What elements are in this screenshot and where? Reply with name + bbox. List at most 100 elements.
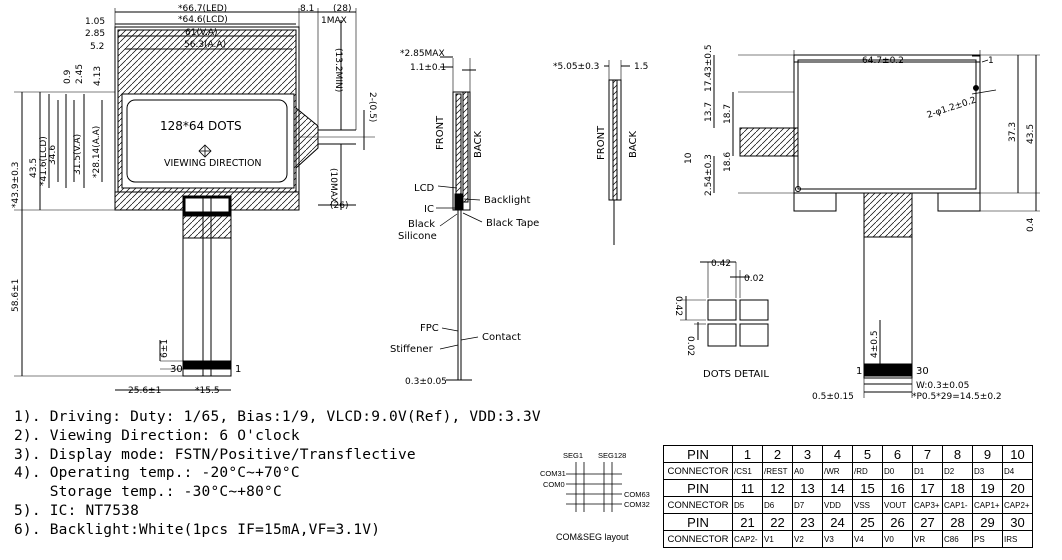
- dim-15-5: *15.5: [195, 386, 220, 396]
- pin-number: 24: [822, 513, 853, 531]
- pin-number: 16: [882, 479, 913, 497]
- side2-back-label: BACK: [628, 130, 639, 158]
- dim-led-width: *66.7(LED): [178, 4, 227, 14]
- pin-number: 8: [942, 445, 973, 463]
- dim-28: (28): [333, 4, 351, 14]
- pin-number: 10: [1002, 445, 1033, 463]
- dim-17-43: 17.43±0.5: [704, 44, 714, 92]
- pin-number: 9: [972, 445, 1003, 463]
- seg128-label: SEG128: [598, 451, 626, 460]
- pin-number: 5: [852, 445, 883, 463]
- pin-row: PIN 11 12 13 14 15 16 17 18 19 20: [663, 479, 1033, 497]
- pin-signal: CAP1+: [972, 496, 1003, 514]
- dots-0-02-h: 0.02: [744, 274, 764, 284]
- ic-label: IC: [424, 204, 434, 215]
- back-pin-1: 1: [856, 366, 862, 377]
- pin-signal: V1: [762, 530, 793, 548]
- pin-signal: /RD: [852, 462, 883, 480]
- connector-header: CONNECTOR: [663, 462, 733, 480]
- pin-signal: D0: [882, 462, 913, 480]
- fpc-tail: [182, 195, 232, 377]
- dim-offset-2: 2.85: [85, 29, 105, 39]
- pin-number: 1: [732, 445, 763, 463]
- pin-number: 22: [762, 513, 793, 531]
- pin-signal: D4: [1002, 462, 1033, 480]
- side2-front-label: FRONT: [596, 125, 607, 160]
- side-view-labels: *2.85MAX 1.1±0.1 FRONT BACK LCD IC Black…: [390, 49, 539, 387]
- pin-number: 25: [852, 513, 883, 531]
- contact-label: Contact: [482, 332, 521, 343]
- fpc-label: FPC: [420, 323, 439, 334]
- pin-number: 19: [972, 479, 1003, 497]
- dim-18-6: 18.6: [723, 152, 733, 172]
- pin-row: PIN 21 22 23 24 25 26 27 28 29 30: [663, 513, 1033, 531]
- silicone-label: Silicone: [398, 231, 437, 242]
- backlight-label: Backlight: [484, 195, 531, 206]
- dim-58-6: 58.6±1: [11, 279, 21, 312]
- fpc-contacts: [182, 360, 232, 370]
- pin-number: 23: [792, 513, 823, 531]
- pin-signal: D3: [972, 462, 1003, 480]
- pin-header: PIN: [663, 445, 733, 463]
- dim-2-05: 2-(0.5): [367, 92, 377, 122]
- connector-header: CONNECTOR: [663, 496, 733, 514]
- dim-right-8-1: 8.1: [300, 4, 314, 14]
- seg1-label: SEG1: [563, 451, 583, 460]
- viewing-direction-icon: [198, 144, 212, 158]
- dim-4: 4±0.5: [870, 330, 880, 358]
- dim-va-width: 61(V.A): [185, 28, 218, 38]
- pin-1-label: 1: [235, 364, 241, 375]
- connector-row: CONNECTOR CAP2- V1 V2 V3 V4 V0 VR C86 PS…: [663, 530, 1033, 548]
- dim-41-6: *41.6(LCD): [39, 136, 49, 186]
- back-outline: [793, 54, 981, 194]
- pin-signal: VSS: [852, 496, 883, 514]
- dim-back-1: 1: [988, 56, 994, 66]
- pin-number: 4: [822, 445, 853, 463]
- pin-signal: VDD: [822, 496, 853, 514]
- pin-row: PIN 1 2 3 4 5 6 7 8 9 10: [663, 445, 1033, 463]
- side-view-2-labels: *5.05±0.3 1.5 FRONT BACK: [553, 62, 648, 160]
- dim-10max: (10MAX): [328, 168, 338, 207]
- dim-0-4: 0.4: [1026, 217, 1036, 232]
- pin-signal: V2: [792, 530, 823, 548]
- dim-2-45: 2.45: [75, 64, 85, 84]
- viewing-direction-label: VIEWING DIRECTION: [164, 158, 262, 169]
- pin-signal: D7: [792, 496, 823, 514]
- lcd-label: LCD: [414, 183, 435, 194]
- pin-signal: /REST: [762, 462, 793, 480]
- note-display-mode: 3). Display mode: FSTN/Positive/Transfle…: [14, 446, 416, 463]
- com31-label: COM31: [540, 469, 566, 478]
- side-front-label: FRONT: [435, 115, 446, 150]
- dim-31-5: 31.5(V.A): [73, 134, 83, 175]
- dim-lcd-width: *64.6(LCD): [178, 15, 228, 25]
- dim-28-14: *28.14(A.A): [92, 126, 102, 178]
- connector-header: CONNECTOR: [663, 530, 733, 548]
- note-driving: 1). Driving: Duty: 1/65, Bias:1/9, VLCD:…: [14, 409, 541, 425]
- note-ic: 5). IC: NT7538: [14, 502, 140, 519]
- pin-signal: D6: [762, 496, 793, 514]
- pin-number: 2: [762, 445, 793, 463]
- pin-signal: D2: [942, 462, 973, 480]
- pin-signal: VR: [912, 530, 943, 548]
- pin-signal: V4: [852, 530, 883, 548]
- stiffener-label: Stiffener: [390, 344, 434, 355]
- dim-1-1: 1.1±0.1: [410, 63, 446, 73]
- pin-number: 27: [912, 513, 943, 531]
- viewing-area: [121, 93, 295, 189]
- pin-signal: /WR: [822, 462, 853, 480]
- pin-number: 6: [882, 445, 913, 463]
- dim-5-05: *5.05±0.3: [553, 62, 599, 72]
- pin-signal: CAP2-: [732, 530, 763, 548]
- back-view: [713, 50, 1040, 398]
- pin-signal: CAP3+: [912, 496, 943, 514]
- dim-back-43-5: 43.5: [1026, 124, 1036, 144]
- com-seg-caption: COM&SEG layout: [556, 532, 629, 542]
- note-storage-temp: Storage temp.: -30°C~+80°C: [14, 484, 282, 501]
- dim-25-6: 25.6±1: [128, 386, 161, 396]
- dim-37-3: 37.3: [1008, 122, 1018, 142]
- back-pin-30: 30: [916, 366, 929, 377]
- dim-43-5: 43.5: [29, 158, 39, 178]
- front-view: [14, 8, 375, 391]
- side-back-label: BACK: [473, 130, 484, 158]
